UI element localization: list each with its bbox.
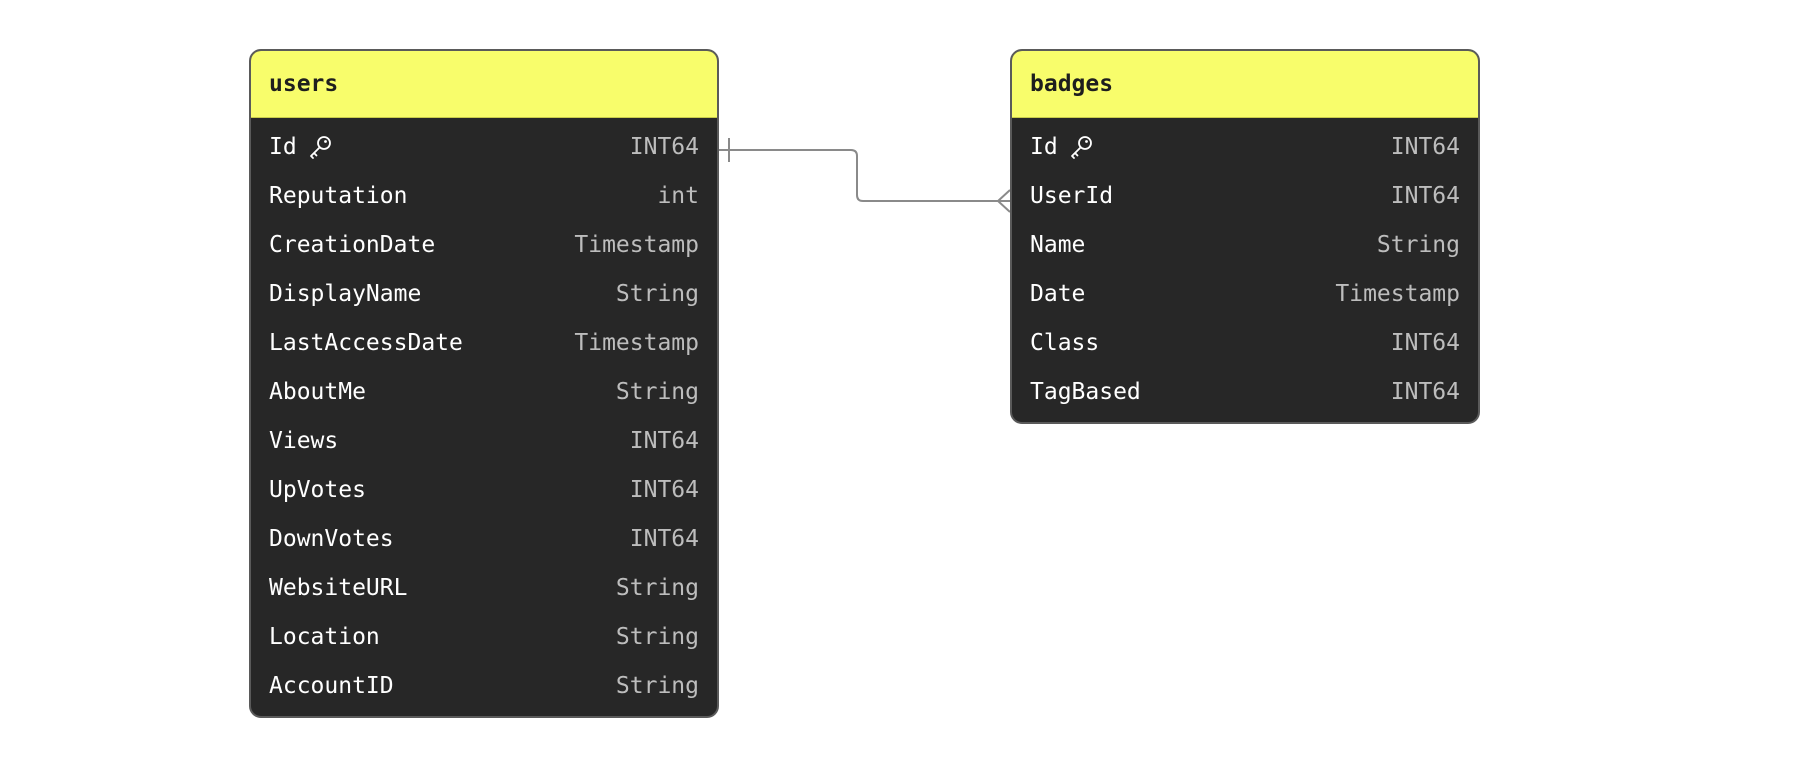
column-name: DownVotes	[269, 525, 394, 552]
column-name: Views	[269, 427, 339, 454]
table-row[interactable]: WebsiteURL String	[251, 563, 717, 612]
column-name-cell: AccountID	[269, 673, 394, 699]
column-type: String	[615, 280, 699, 307]
column-type: Timestamp	[574, 329, 699, 356]
column-name-cell: Views	[269, 428, 338, 454]
column-type: String	[615, 574, 699, 601]
table-name: users	[269, 71, 339, 97]
column-name-cell: UpVotes	[269, 477, 366, 503]
column-type: String	[615, 623, 699, 650]
column-type: INT64	[629, 525, 699, 552]
many-cardinality-crowfoot	[996, 189, 1011, 213]
column-type: INT64	[1390, 329, 1460, 356]
column-name-cell: LastAccessDate	[269, 330, 463, 356]
column-type: INT64	[1390, 182, 1460, 209]
column-type: Timestamp	[574, 231, 699, 258]
table-row[interactable]: DownVotes INT64	[251, 514, 717, 563]
column-name: Reputation	[269, 182, 408, 209]
column-name: Id	[1030, 133, 1058, 160]
column-name-cell: UserId	[1030, 183, 1113, 209]
column-name: AccountID	[269, 672, 394, 699]
column-name-cell: DisplayName	[269, 281, 421, 307]
table-row[interactable]: AccountID String	[251, 661, 717, 710]
table-row[interactable]: CreationDate Timestamp	[251, 220, 717, 269]
column-type: INT64	[1390, 378, 1460, 405]
column-name-cell: Id	[269, 134, 333, 160]
column-list: Id INT64 UserId INT64	[1012, 118, 1478, 422]
table-row[interactable]: TagBased INT64	[1012, 367, 1478, 416]
table-row[interactable]: Name String	[1012, 220, 1478, 269]
table-row[interactable]: Class INT64	[1012, 318, 1478, 367]
column-name-cell: Location	[269, 624, 380, 650]
column-type: String	[615, 378, 699, 405]
relationship-line	[718, 149, 1010, 202]
column-type: Timestamp	[1335, 280, 1460, 307]
table-row[interactable]: LastAccessDate Timestamp	[251, 318, 717, 367]
table-row[interactable]: Id INT64	[1012, 122, 1478, 171]
table-row[interactable]: Location String	[251, 612, 717, 661]
column-name-cell: Date	[1030, 281, 1085, 307]
column-name-cell: Reputation	[269, 183, 407, 209]
table-row[interactable]: AboutMe String	[251, 367, 717, 416]
column-type: INT64	[629, 133, 699, 160]
table-card-badges[interactable]: badges Id INT64 UserI	[1010, 49, 1480, 424]
table-header: badges	[1012, 51, 1478, 118]
column-name: UserId	[1030, 182, 1114, 209]
column-name: Class	[1030, 329, 1100, 356]
column-name: Name	[1030, 231, 1086, 258]
column-name: CreationDate	[269, 231, 436, 258]
column-name-cell: AboutMe	[269, 379, 366, 405]
column-type: INT64	[629, 476, 699, 503]
column-name: Id	[269, 133, 297, 160]
column-type: INT64	[629, 427, 699, 454]
column-type: String	[1376, 231, 1460, 258]
column-name: Location	[269, 623, 380, 650]
column-list: Id INT64 Reputation int	[251, 118, 717, 716]
column-type: String	[615, 672, 699, 699]
table-row[interactable]: Date Timestamp	[1012, 269, 1478, 318]
column-name-cell: Class	[1030, 330, 1099, 356]
column-type: int	[657, 182, 699, 209]
table-row[interactable]: Views INT64	[251, 416, 717, 465]
column-name-cell: CreationDate	[269, 232, 435, 258]
column-name: LastAccessDate	[269, 329, 463, 356]
column-name-cell: WebsiteURL	[269, 575, 407, 601]
column-name: DisplayName	[269, 280, 422, 307]
column-name: WebsiteURL	[269, 574, 408, 601]
table-row[interactable]: UpVotes INT64	[251, 465, 717, 514]
table-row[interactable]: Reputation int	[251, 171, 717, 220]
table-row[interactable]: DisplayName String	[251, 269, 717, 318]
column-name-cell: Name	[1030, 232, 1085, 258]
column-name-cell: Id	[1030, 134, 1094, 160]
table-row[interactable]: UserId INT64	[1012, 171, 1478, 220]
column-name-cell: DownVotes	[269, 526, 394, 552]
column-name: Date	[1030, 280, 1086, 307]
primary-key-icon	[307, 134, 333, 160]
table-name: badges	[1030, 71, 1114, 97]
table-card-users[interactable]: users Id INT64 Reputa	[249, 49, 719, 718]
column-name-cell: TagBased	[1030, 379, 1141, 405]
column-name: AboutMe	[269, 378, 366, 405]
column-type: INT64	[1390, 133, 1460, 160]
column-name: TagBased	[1030, 378, 1141, 405]
column-name: UpVotes	[269, 476, 366, 503]
table-row[interactable]: Id INT64	[251, 122, 717, 171]
table-header: users	[251, 51, 717, 118]
primary-key-icon	[1068, 134, 1094, 160]
